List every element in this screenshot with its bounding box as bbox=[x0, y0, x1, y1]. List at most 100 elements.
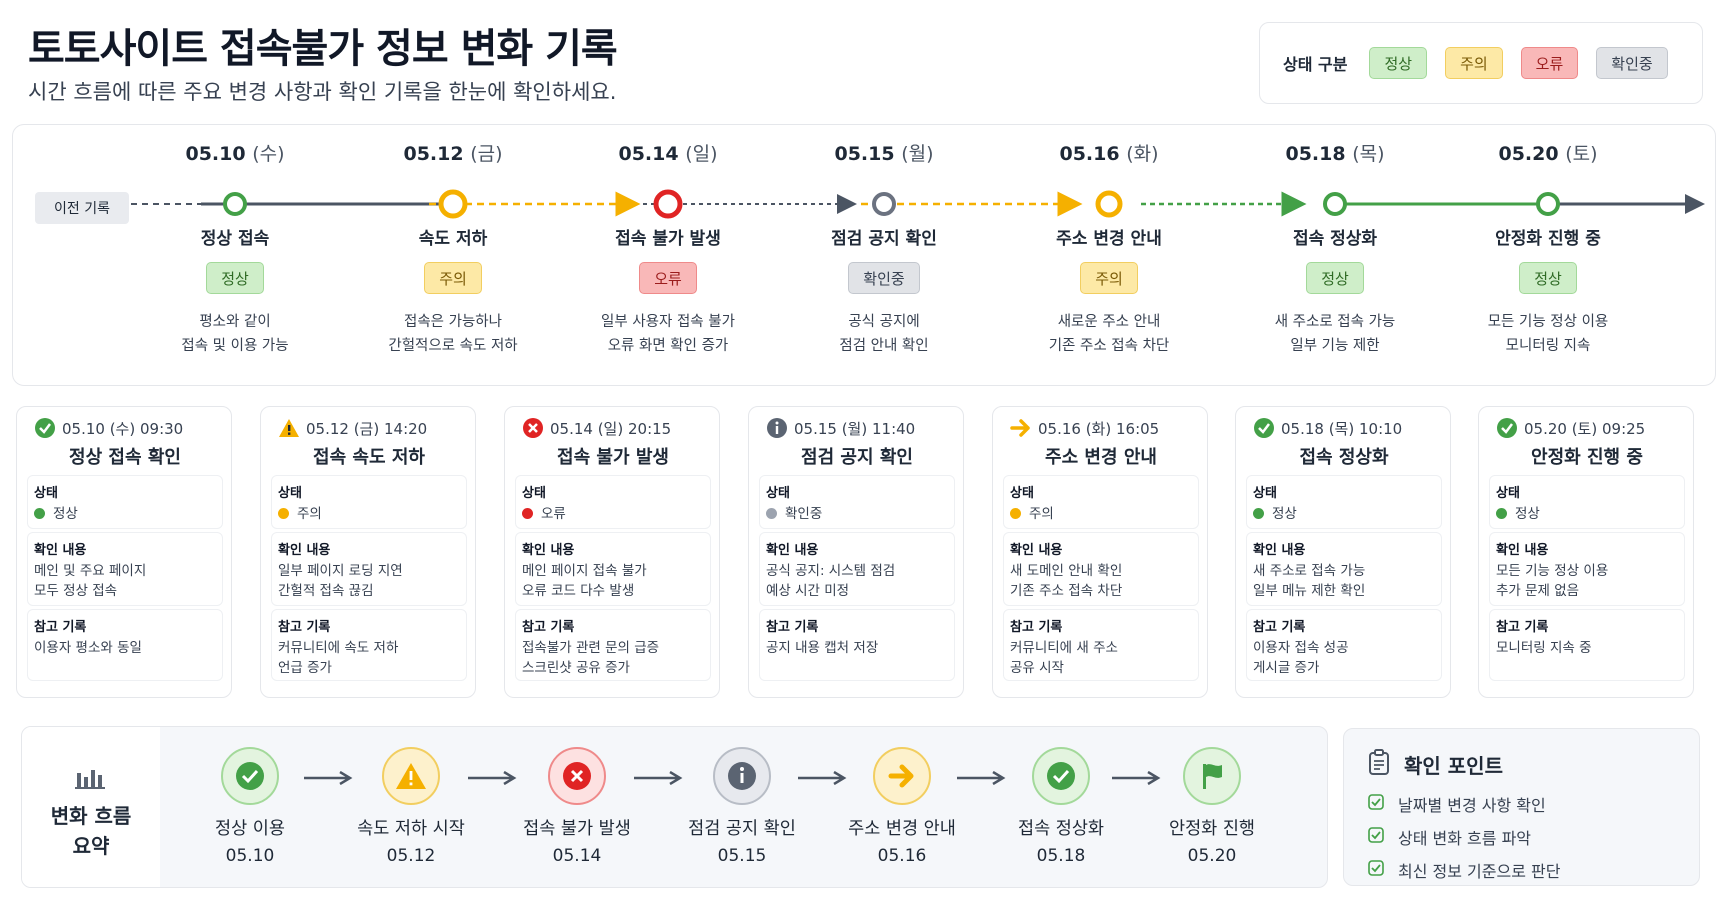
flow-step: 정상 이용 05.10 bbox=[175, 747, 325, 866]
arrow-right-icon bbox=[1010, 417, 1032, 439]
status-badge: 오류 bbox=[639, 262, 697, 294]
timeline-event: 접속 불가 발생 bbox=[615, 229, 721, 249]
timeline-end-arrow bbox=[1685, 194, 1705, 214]
flow-step-date: 05.12 bbox=[386, 846, 436, 866]
flag-icon bbox=[1183, 747, 1241, 805]
flow-step: 접속 정상화 05.18 bbox=[986, 747, 1136, 866]
flow-step-date: 05.10 bbox=[225, 846, 275, 866]
card-title: 접속 정상화 bbox=[1299, 447, 1389, 468]
status-badge: 주의 bbox=[1080, 262, 1138, 294]
status-dot bbox=[766, 508, 777, 519]
status-dot bbox=[34, 508, 45, 519]
prev-record-chip[interactable]: 이전 기록 bbox=[35, 192, 129, 224]
warning-icon bbox=[382, 747, 440, 805]
timeline-dot-0515 bbox=[872, 192, 896, 216]
flow-step: 접속 불가 발생 05.14 bbox=[502, 747, 652, 866]
check-circle-icon bbox=[1496, 417, 1518, 439]
card-title: 접속 불가 발생 bbox=[557, 447, 669, 468]
card-timestamp: 05.12 (금) 14:20 bbox=[306, 419, 428, 438]
timeline-date: 05.15 (월) bbox=[834, 143, 934, 165]
info-icon bbox=[713, 747, 771, 805]
check-points-panel: 확인 포인트 날짜별 변경 사항 확인 상태 변화 흐름 파악 최신 정보 기준… bbox=[1343, 728, 1700, 886]
timeline-event: 정상 접속 bbox=[200, 229, 270, 249]
flow-step-date: 05.16 bbox=[877, 846, 927, 866]
flow-arrow-icon bbox=[304, 771, 353, 785]
error-x-icon bbox=[548, 747, 606, 805]
status-dot bbox=[278, 508, 289, 519]
timeline-event: 안정화 진행 중 bbox=[1495, 229, 1601, 249]
flow-step: 주소 변경 안내 05.16 bbox=[827, 747, 977, 866]
clipboard-icon bbox=[1368, 749, 1390, 780]
flow-arrow-icon bbox=[957, 771, 1006, 785]
timeline-event: 점검 공지 확인 bbox=[831, 229, 937, 249]
card-timestamp: 05.20 (토) 09:25 bbox=[1524, 419, 1646, 438]
page-subtitle: 시간 흐름에 따른 주요 변경 사항과 확인 기록을 한눈에 확인하세요. bbox=[28, 80, 617, 104]
timeline-dot-0516 bbox=[1095, 190, 1123, 218]
timeline-date: 05.14 (일) bbox=[618, 143, 718, 165]
check-icon bbox=[1032, 747, 1090, 805]
legend-badge-check: 확인중 bbox=[1596, 47, 1668, 79]
flow-step-label: 주소 변경 안내 bbox=[848, 819, 956, 839]
timeline-dot-0512 bbox=[438, 189, 468, 219]
flow-step-label: 정상 이용 bbox=[215, 819, 285, 839]
card-title: 점검 공지 확인 bbox=[801, 447, 913, 468]
timeline-event: 속도 저하 bbox=[418, 229, 488, 249]
card-timestamp: 05.10 (수) 09:30 bbox=[62, 419, 184, 438]
flow-step-label: 안정화 진행 bbox=[1168, 819, 1256, 839]
flow-arrow-icon bbox=[634, 771, 683, 785]
check-icon bbox=[221, 747, 279, 805]
timeline-dot-0510 bbox=[223, 192, 247, 216]
checkmark-icon bbox=[1368, 827, 1384, 847]
check-circle-icon bbox=[1253, 417, 1275, 439]
info-icon bbox=[766, 417, 788, 439]
card-title: 접속 속도 저하 bbox=[313, 447, 425, 468]
flow-step-date: 05.14 bbox=[552, 846, 602, 866]
status-badge: 정상 bbox=[1306, 262, 1364, 294]
flow-step-date: 05.18 bbox=[1036, 846, 1086, 866]
timeline-dot-0520 bbox=[1536, 192, 1560, 216]
legend-badge-error: 오류 bbox=[1520, 47, 1579, 79]
page-title: 토토사이트 접속불가 정보 변화 기록 bbox=[28, 26, 618, 72]
flow-step-date: 05.15 bbox=[717, 846, 767, 866]
timeline-event: 주소 변경 안내 bbox=[1056, 229, 1162, 249]
point-item: 날짜별 변경 사항 확인 bbox=[1368, 792, 1699, 816]
status-dot bbox=[1496, 508, 1507, 519]
status-badge: 정상 bbox=[1519, 262, 1577, 294]
timeline-dot-0514 bbox=[653, 189, 683, 219]
